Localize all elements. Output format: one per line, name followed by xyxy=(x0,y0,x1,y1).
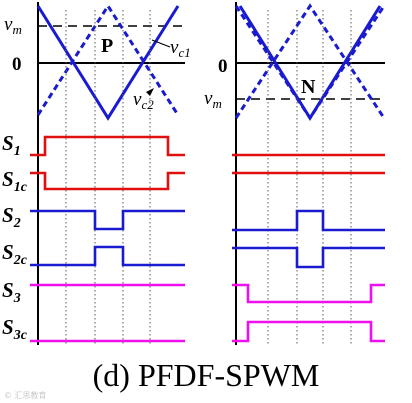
right-zero-label: 0 xyxy=(218,56,228,77)
left-vc2-dashed-carrier xyxy=(36,3,180,116)
right-dashed-triangle xyxy=(234,3,386,119)
right-s2c-waveform xyxy=(232,246,385,269)
figure-caption: (d) PFDF-SPWM xyxy=(93,357,320,393)
left-switching-signals xyxy=(30,135,185,343)
vc2-label: vc2 xyxy=(133,89,154,112)
vc1-label: vc1 xyxy=(170,37,191,60)
left-s1-waveform xyxy=(30,135,185,157)
signal-labels: S1 S1c S2 S2c S3 S3c xyxy=(2,131,28,343)
left-vc1-solid-carrier xyxy=(36,5,180,121)
signal-label-s2c: S2c xyxy=(2,240,28,268)
vc2-arrow-head xyxy=(146,88,154,96)
left-s1c-waveform xyxy=(30,171,185,191)
left-s2-waveform xyxy=(30,209,185,231)
left-s2c-waveform xyxy=(30,245,185,267)
right-vm-label: vm xyxy=(204,88,222,111)
signal-label-s3: S3 xyxy=(2,278,21,306)
signal-label-s2: S2 xyxy=(2,203,21,231)
left-zero-label: 0 xyxy=(12,54,22,75)
watermark: © 汇思教育 xyxy=(4,390,47,400)
left-vm-label: vm xyxy=(4,14,22,37)
right-solid-triangle xyxy=(238,5,382,121)
right-s3-waveform xyxy=(232,283,385,304)
left-carrier-panel: vm 0 P vc1 vc2 xyxy=(4,2,191,345)
right-s2-waveform xyxy=(232,209,385,232)
region-n-label: N xyxy=(301,76,316,98)
region-p-label: P xyxy=(101,35,113,57)
right-switching-signals xyxy=(232,153,385,343)
signal-label-s1c: S1c xyxy=(2,167,28,195)
signal-label-s1: S1 xyxy=(2,131,21,159)
vc1-pointer xyxy=(151,39,171,48)
signal-label-s3c: S3c xyxy=(2,315,28,343)
right-s3c-waveform xyxy=(232,320,385,343)
